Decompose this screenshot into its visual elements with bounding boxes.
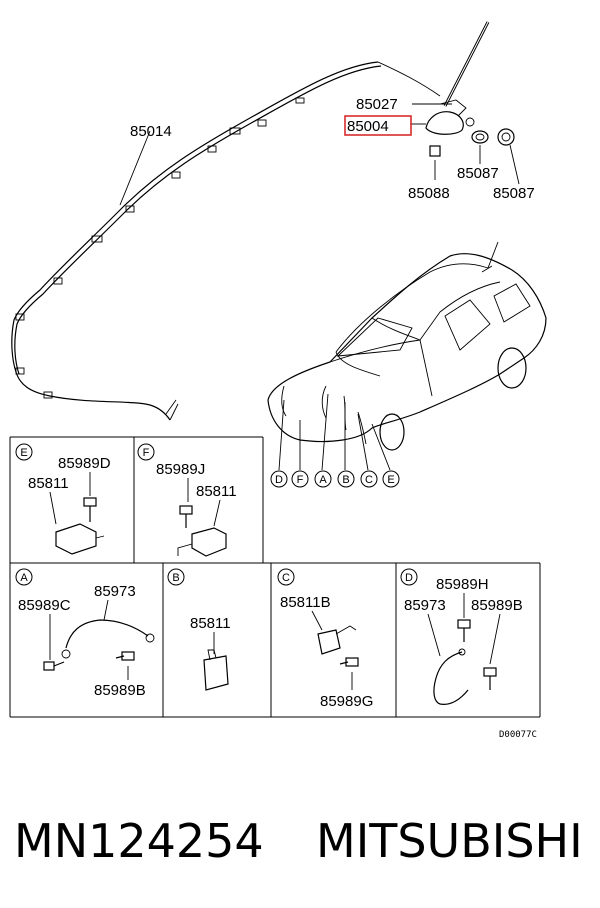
svg-text:B: B bbox=[342, 474, 349, 486]
detail-b-module bbox=[203, 649, 229, 691]
detail-b: B 85811 bbox=[167, 568, 231, 691]
detail-a-bolt-left bbox=[43, 661, 65, 671]
callout-a bbox=[314, 470, 332, 488]
antenna-washer bbox=[471, 130, 489, 144]
part-label-washer: 85087 bbox=[457, 165, 499, 182]
callout-e bbox=[382, 470, 400, 488]
detail-c: C 85811B 85989G bbox=[277, 568, 373, 710]
detail-d-cable-label: 85973 bbox=[404, 597, 446, 614]
svg-text:F: F bbox=[297, 474, 304, 486]
svg-text:A: A bbox=[20, 572, 28, 584]
callout-d bbox=[270, 470, 288, 488]
detail-e-bolt bbox=[83, 497, 97, 522]
callout-f bbox=[291, 470, 309, 488]
svg-text:F: F bbox=[143, 447, 150, 459]
detail-d-bolt-top-label: 85989H bbox=[436, 576, 489, 593]
svg-text:D: D bbox=[275, 474, 283, 486]
svg-text:E: E bbox=[20, 447, 27, 459]
footer-brand: MITSUBISHI bbox=[316, 814, 583, 868]
detail-f-bolt bbox=[179, 505, 193, 528]
svg-text:C: C bbox=[282, 572, 290, 584]
detail-e-module bbox=[55, 523, 105, 555]
detail-d-bolt-right bbox=[483, 667, 497, 690]
detail-f-module-label: 85811 bbox=[196, 483, 237, 500]
part-label-antenna-rod: 85027 bbox=[356, 96, 398, 113]
part-label-nut: 85088 bbox=[408, 185, 450, 202]
detail-a-cable-label: 85973 bbox=[94, 583, 136, 600]
detail-d-cable bbox=[433, 648, 469, 705]
detail-d-bolt-top bbox=[457, 619, 471, 642]
antenna-nut bbox=[429, 145, 441, 157]
detail-c-bolt bbox=[339, 657, 359, 667]
antenna-packing bbox=[497, 128, 515, 146]
callout-c bbox=[360, 470, 378, 488]
footer-part-number: MN124254 bbox=[14, 814, 264, 868]
detail-c-module-label: 85811B bbox=[280, 594, 331, 611]
part-label-harness: 85014 bbox=[130, 123, 172, 140]
detail-b-module-label: 85811 bbox=[190, 615, 231, 632]
detail-a: A 85989C 85973 85989B bbox=[15, 568, 155, 699]
callout-b bbox=[337, 470, 355, 488]
detail-a-bolt-right bbox=[115, 651, 135, 661]
detail-grid bbox=[9, 436, 541, 718]
detail-f: F 85989J 85811 bbox=[137, 443, 237, 557]
callout-leaders bbox=[278, 393, 391, 471]
svg-text:E: E bbox=[387, 474, 394, 486]
detail-f-module bbox=[177, 527, 227, 557]
detail-d-bolt-right-label: 85989B bbox=[471, 597, 523, 614]
svg-text:B: B bbox=[172, 572, 179, 584]
diagram-code: D00077C bbox=[499, 730, 537, 740]
detail-f-bolt-label: 85989J bbox=[156, 461, 205, 478]
detail-a-bolt-right-label: 85989B bbox=[94, 682, 146, 699]
svg-text:C: C bbox=[365, 474, 373, 486]
vehicle-outline bbox=[267, 241, 547, 451]
detail-e: E 85989D 85811 bbox=[15, 443, 111, 555]
part-label-antenna-base: 85004 bbox=[347, 118, 389, 135]
svg-text:A: A bbox=[319, 474, 327, 486]
detail-e-bolt-label: 85989D bbox=[58, 455, 111, 472]
detail-c-bolt-label: 85989G bbox=[320, 693, 373, 710]
antenna-harness bbox=[11, 61, 441, 421]
part-label-packing: 85087 bbox=[493, 185, 535, 202]
svg-text:D: D bbox=[405, 572, 413, 584]
antenna-base bbox=[425, 99, 475, 135]
detail-e-module-label: 85811 bbox=[28, 475, 69, 492]
callout-circles: D F A B C E bbox=[270, 470, 400, 488]
detail-a-cable bbox=[61, 619, 155, 659]
highlight-frame bbox=[344, 115, 412, 136]
detail-d: D 85989H 85973 85989B bbox=[400, 568, 523, 705]
antenna-rod bbox=[443, 21, 490, 107]
detail-a-bolt-left-label: 85989C bbox=[18, 597, 71, 614]
detail-c-module bbox=[317, 625, 357, 655]
